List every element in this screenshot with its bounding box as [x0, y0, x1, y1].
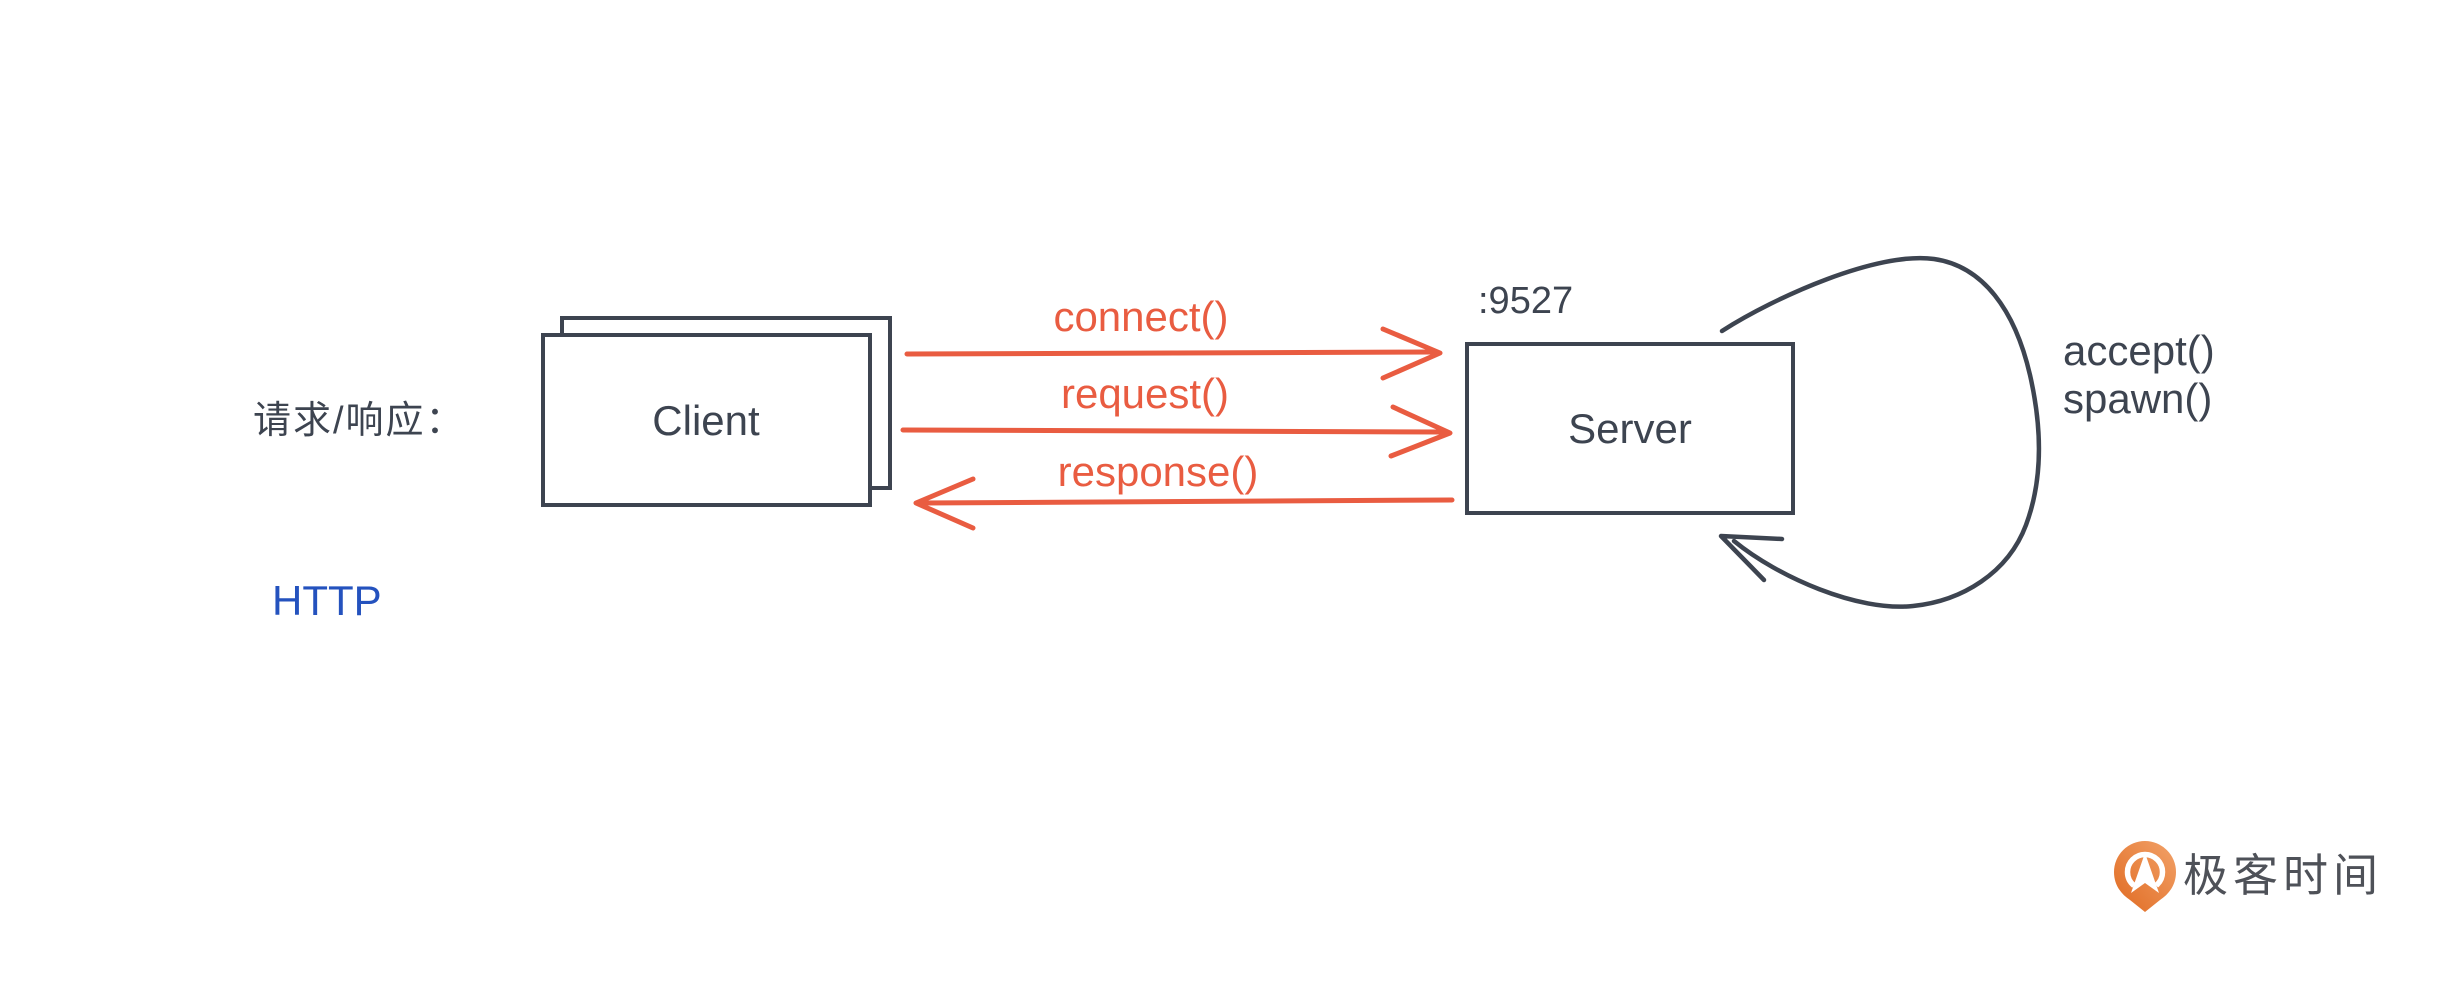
server-box — [1465, 342, 1795, 515]
accept-label: accept() — [2063, 327, 2215, 374]
request-arrow: request() — [900, 370, 1453, 459]
connect-arrow-shaft — [904, 349, 1439, 357]
http-label: HTTP — [272, 577, 382, 624]
response-arrowhead-icon — [913, 476, 976, 531]
accept-spawn-loop: accept() spawn() — [1718, 255, 2215, 609]
request-arrowhead-icon — [1388, 404, 1453, 459]
connect-arrow: connect() — [904, 293, 1443, 381]
connect-arrowhead-icon — [1380, 326, 1443, 381]
connect-arrow-label: connect() — [1053, 293, 1228, 340]
spawn-label: spawn() — [2063, 375, 2212, 422]
server-label: Server — [1568, 405, 1692, 452]
response-arrow-label: response() — [1058, 448, 1259, 495]
loop-arrowhead-icon — [1718, 533, 1785, 583]
geektime-logo: 极客时间 — [2114, 841, 2383, 912]
client-box-front — [541, 333, 872, 507]
response-arrow: response() — [913, 448, 1455, 531]
server-port-label: :9527 — [1478, 280, 1573, 322]
geektime-logo-icon — [2114, 841, 2176, 912]
request-arrow-label: request() — [1061, 370, 1229, 417]
client-node: Client — [541, 316, 892, 507]
geektime-logo-text: 极客时间 — [2183, 850, 2383, 901]
request-response-caption: 请求/响应： — [253, 400, 466, 442]
client-label: Client — [652, 397, 760, 444]
request-arrow-shaft — [900, 427, 1449, 435]
server-node: :9527 Server — [1465, 280, 1795, 515]
loop-curve — [1719, 255, 2042, 609]
response-arrow-shaft — [919, 497, 1455, 506]
logo-arrow-shape — [2131, 853, 2159, 893]
